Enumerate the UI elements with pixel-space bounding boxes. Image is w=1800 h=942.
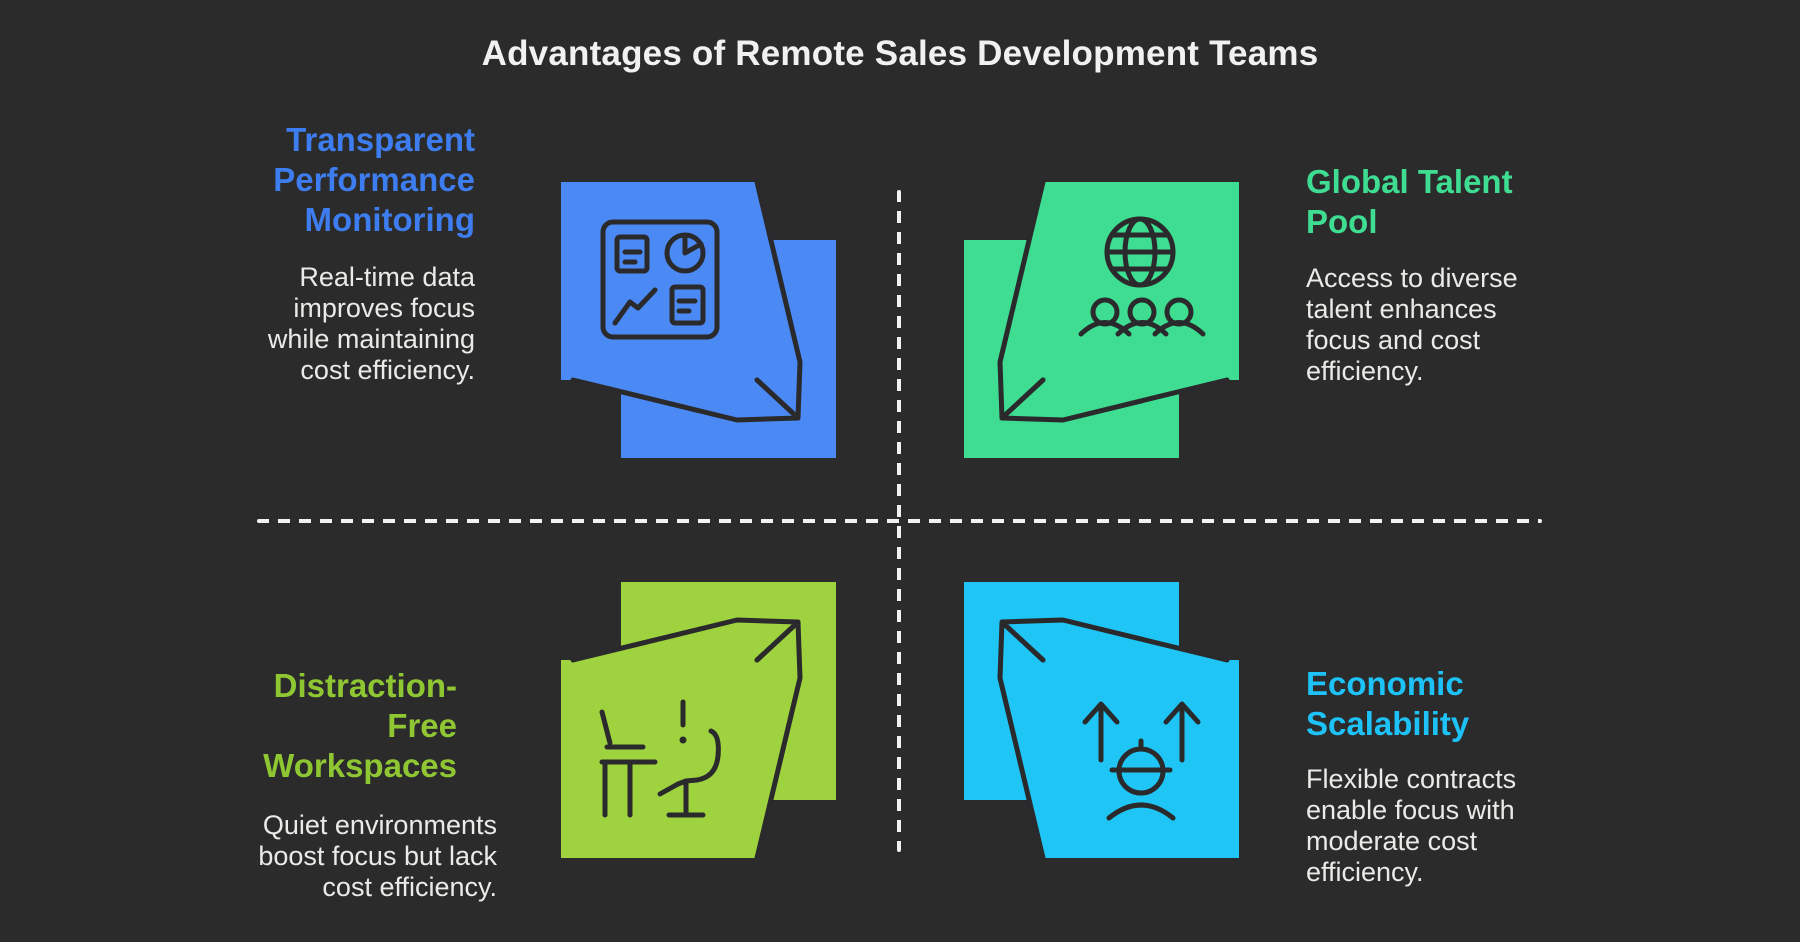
globe-people-glyph — [1078, 216, 1206, 337]
quadrant-heading-distraction-free-workspaces: Distraction-Free Workspaces — [263, 667, 457, 784]
quadrant-description: Flexible contracts enable focus with mod… — [1306, 764, 1517, 887]
cube-front-face — [1043, 182, 1239, 380]
cube-fold-bottom — [999, 377, 1230, 423]
cube-fold-top — [570, 617, 801, 663]
quadrant-description: Real-time data improves focus while main… — [267, 262, 475, 385]
quadrant-heading-transparent-performance-monitoring: Transparent Performance Monitoring — [273, 121, 475, 238]
desk-workspace-cube-icon — [561, 582, 836, 860]
dashboard-glyph — [600, 219, 720, 340]
quadrant-description: Quiet environments boost focus but lack … — [258, 810, 497, 902]
performance-dashboard-cube-icon — [561, 179, 836, 458]
cube-front-face — [1043, 660, 1239, 858]
globe-people-cube-icon — [964, 179, 1239, 458]
cube-front-face — [561, 182, 757, 380]
quadrant-heading-global-talent-pool: Global Talent Pool — [1306, 163, 1513, 240]
quadrant-description: Access to diverse talent enhances focus … — [1306, 263, 1518, 386]
cube-front-face — [561, 660, 757, 858]
cube-fold-bottom — [570, 377, 801, 423]
scaling-arrows-worker-cube-icon — [964, 582, 1239, 860]
vertical-divider — [897, 190, 901, 852]
page-title: Advantages of Remote Sales Development T… — [481, 34, 1319, 73]
quadrant-heading-economic-scalability: Economic Scalability — [1306, 665, 1470, 742]
cube-fold-top — [999, 617, 1230, 663]
growth-arrows-worker-glyph — [1082, 701, 1201, 821]
desk-chair-glyph — [599, 699, 721, 818]
